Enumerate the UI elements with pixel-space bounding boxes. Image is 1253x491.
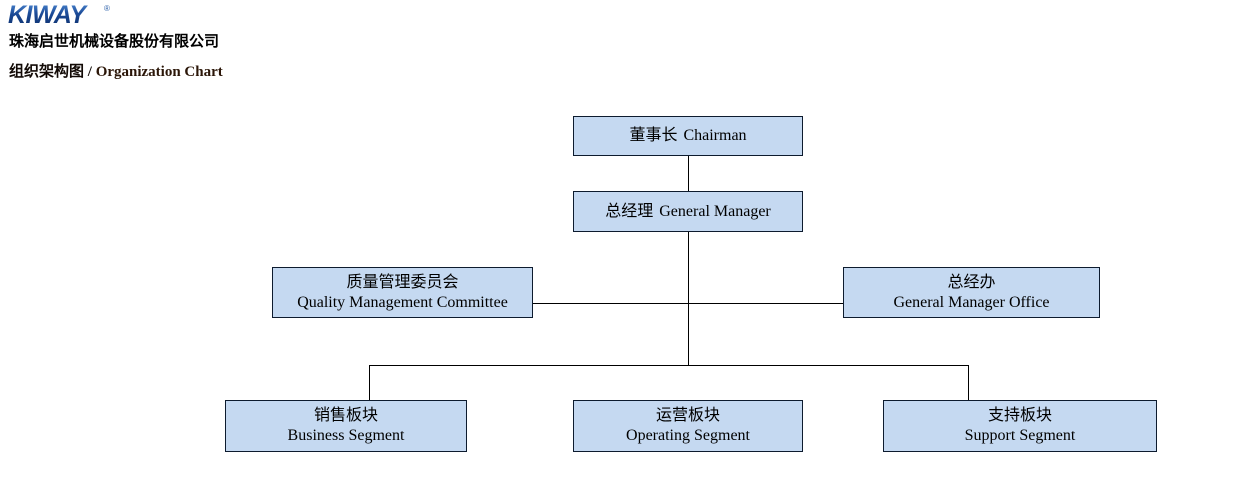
node-chairman-label-en: Chairman xyxy=(683,127,747,144)
node-general-manager-label-cn: 总经理 xyxy=(605,202,654,220)
page-title: 组织架构图 / Organization Chart xyxy=(9,63,223,81)
node-operating-segment-label-en: Operating Segment xyxy=(626,427,750,444)
node-general-manager[interactable]: 总经理 General Manager xyxy=(573,191,803,232)
node-quality-management-committee-label-cn: 质量管理委员会 xyxy=(346,273,459,291)
node-business-segment[interactable]: 销售板块 Business Segment xyxy=(225,400,467,452)
node-general-manager-office-label-en: General Manager Office xyxy=(893,293,1050,311)
node-chairman[interactable]: 董事长 Chairman xyxy=(573,116,803,156)
node-support-segment-label-cn: 支持板块 xyxy=(987,407,1052,424)
node-chairman-label-cn: 董事长 xyxy=(629,127,678,144)
registered-trademark-icon: ® xyxy=(104,4,110,13)
page-title-cn: 组织架构图 xyxy=(9,64,85,80)
connector-general-manager-spine xyxy=(688,232,689,365)
connector-staff-bus xyxy=(533,303,843,304)
kiway-logo: KIWAY xyxy=(8,2,128,28)
node-operating-segment-label-cn: 运营板块 xyxy=(655,407,720,424)
connector-to-support-segment xyxy=(968,365,969,400)
page-title-separator: / xyxy=(84,64,96,80)
node-general-manager-label-en: General Manager xyxy=(659,202,771,220)
node-business-segment-label-en: Business Segment xyxy=(287,427,405,444)
node-general-manager-office[interactable]: 总经办 General Manager Office xyxy=(843,267,1100,318)
company-name: 珠海启世机械设备股份有限公司 xyxy=(9,34,220,50)
node-quality-management-committee-label-en: Quality Management Committee xyxy=(297,293,508,311)
connector-branch-bus xyxy=(369,365,969,366)
connector-to-business-segment xyxy=(369,365,370,400)
connector-chairman-to-general-manager xyxy=(688,156,689,191)
node-business-segment-label-cn: 销售板块 xyxy=(313,407,378,424)
page-title-en: Organization Chart xyxy=(95,64,223,80)
node-support-segment[interactable]: 支持板块 Support Segment xyxy=(883,400,1157,452)
node-operating-segment[interactable]: 运营板块 Operating Segment xyxy=(573,400,803,452)
node-quality-management-committee[interactable]: 质量管理委员会 Quality Management Committee xyxy=(272,267,533,318)
node-general-manager-office-label-cn: 总经办 xyxy=(947,273,996,291)
node-support-segment-label-en: Support Segment xyxy=(964,427,1076,444)
logo-wordmark: KIWAY xyxy=(8,1,86,29)
